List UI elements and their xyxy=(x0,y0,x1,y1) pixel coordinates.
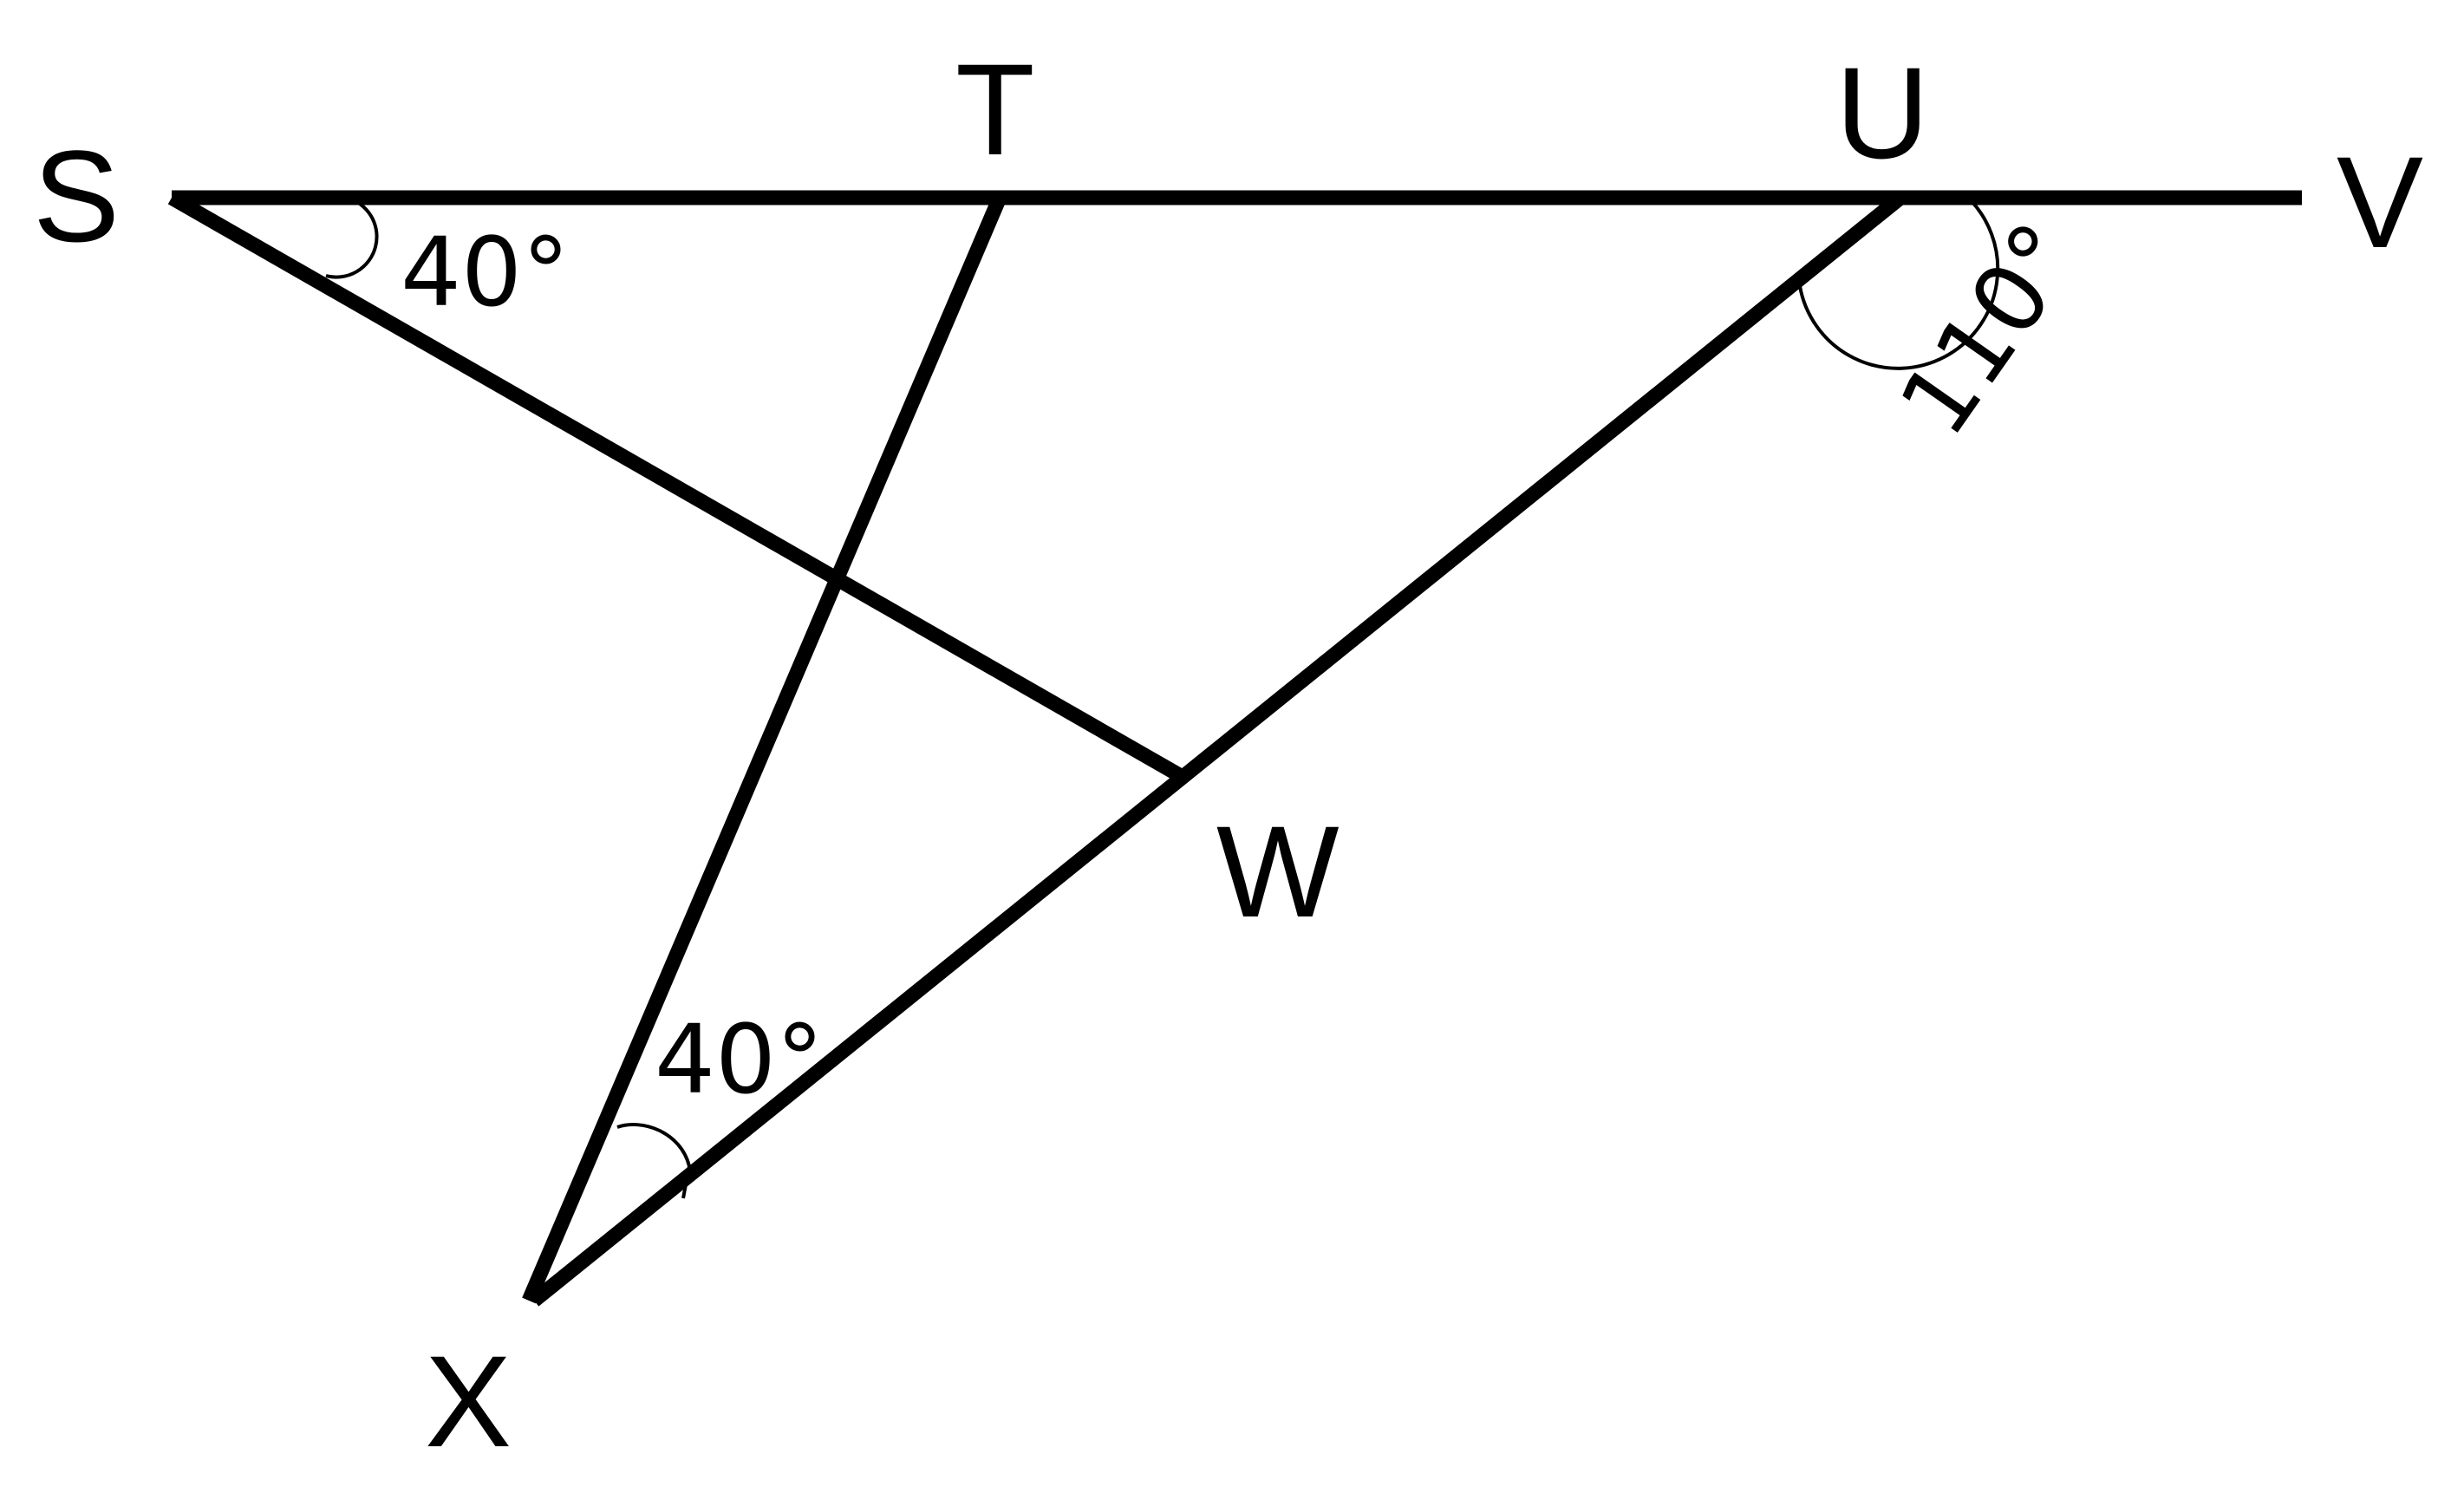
point-label-u: U xyxy=(1835,40,1929,186)
angle-arc-s xyxy=(325,196,379,279)
angle-label-u: 110° xyxy=(1878,203,2101,454)
segment-s-w xyxy=(167,191,1185,783)
angle-label-x: 40° xyxy=(655,1004,824,1115)
point-label-x: X xyxy=(425,1328,512,1474)
segment-t-x xyxy=(522,194,1007,1304)
angle-arc-x xyxy=(616,1123,692,1199)
point-label-s: S xyxy=(33,123,120,269)
point-label-v: V xyxy=(2337,129,2423,275)
angle-arc-u xyxy=(1798,196,2000,370)
point-label-w: W xyxy=(1216,799,1340,944)
point-label-t: T xyxy=(955,36,1035,182)
segment-u-x xyxy=(529,192,1906,1307)
angle-label-s: 40° xyxy=(401,217,570,328)
